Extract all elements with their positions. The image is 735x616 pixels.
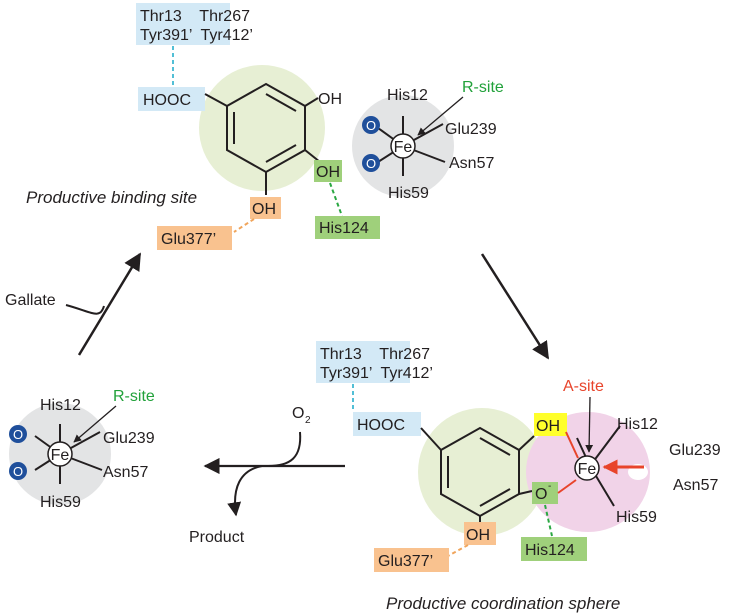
top-hooc-box (138, 87, 205, 111)
bottom-glu239-label: Glu239 (669, 442, 721, 459)
left-to-top-arrow (77, 252, 142, 356)
left-oxygen-2 (9, 462, 27, 480)
bottom-his124-hbond (544, 504, 553, 537)
bottom-oh-bottom: OH (466, 527, 490, 544)
top-caption: Productive binding site (26, 188, 197, 207)
o2-label: O (292, 405, 304, 422)
bottom-fe-substrate-bonds (557, 431, 579, 494)
bottom-glu377-hbond (447, 544, 469, 557)
top-glu377-label: Glu377’ (161, 231, 216, 248)
bottom-his12-label: His12 (617, 416, 658, 433)
bottom-his124-label: His124 (525, 542, 575, 559)
bottom-o-minus: O (535, 486, 547, 503)
left-oxygen-1-label: O (13, 427, 23, 442)
top-his124-label: His124 (319, 220, 369, 237)
bottom-oh-bottom-box (464, 522, 496, 545)
o2-entry-curve (267, 431, 302, 467)
top-glu377-box (157, 226, 232, 250)
bottom-o-minus-box (532, 482, 558, 504)
top-fe-atom (390, 133, 416, 159)
bottom-caption: Productive coordination sphere (386, 594, 620, 613)
left-rsite-label: R-site (113, 388, 155, 405)
top-oh-middle: OH (316, 164, 340, 181)
bottom-threonine-line1: Thr13 Thr267 (320, 346, 430, 363)
bottom-glu377-label: Glu377’ (378, 553, 433, 570)
top-oxygen-2 (362, 154, 380, 172)
bottom-his59-label: His59 (616, 509, 657, 526)
left-his59-label: His59 (40, 494, 81, 511)
bottom-benzene-ring (420, 426, 535, 526)
left-oxygen-2-label: O (13, 464, 23, 479)
gallate-label: Gallate (5, 292, 56, 309)
top-oh-bottom-box (250, 197, 281, 219)
top-state: Thr13 Thr267 Tyr391’ Tyr412’ HOOC OH OH … (26, 3, 504, 250)
left-rsite-arrow (73, 405, 117, 443)
top-fe-label: Fe (394, 139, 413, 156)
top-his124-hbond (329, 182, 343, 217)
top-his124-box (315, 216, 380, 239)
bottom-state: Thr13 Thr267 Tyr391’ Tyr412’ HOOC OH O -… (316, 341, 721, 613)
top-rsite-arrow (417, 96, 464, 136)
bottom-o-minus-charge: - (548, 481, 551, 492)
top-rsite-label: R-site (462, 79, 504, 96)
bottom-asn57-label: Asn57 (673, 477, 718, 494)
top-glu377-hbond (233, 218, 255, 233)
top-oh-bottom: OH (252, 201, 276, 218)
left-asn57-label: Asn57 (103, 464, 148, 481)
top-threonine-box (136, 3, 230, 45)
bottom-his124-box (521, 537, 587, 561)
left-fe-label: Fe (51, 447, 70, 464)
top-oxygen-1-label: O (366, 118, 376, 133)
bottom-threonine-box (316, 341, 410, 383)
bottom-hooc-label: HOOC (357, 417, 405, 434)
bottom-asite-arrow (585, 396, 594, 453)
top-threonine-line1: Thr13 Thr267 (140, 8, 250, 25)
bottom-fe-atom (574, 455, 600, 481)
bottom-fe-label: Fe (578, 461, 597, 478)
left-state: Fe O O His12 Glu239 Asn57 His59 R-site (9, 388, 155, 511)
top-his59-label: His59 (388, 185, 429, 202)
bottom-oh-top: OH (536, 418, 560, 435)
top-to-bottom-arrow (480, 253, 550, 360)
top-oh-middle-box (314, 160, 342, 182)
top-glu239-label: Glu239 (445, 121, 497, 138)
gallate-entry-curve (65, 304, 105, 315)
top-asn57-label: Asn57 (449, 155, 494, 172)
product-exit-curve (227, 465, 263, 517)
top-hooc-label: HOOC (143, 92, 191, 109)
top-his12-label: His12 (387, 87, 428, 104)
top-oh-top: OH (318, 91, 342, 108)
bottom-substrate-circle (418, 408, 546, 536)
left-his12-label: His12 (40, 397, 81, 414)
top-oxygen-2-label: O (366, 156, 376, 171)
o2-subscript: 2 (305, 415, 311, 426)
top-substrate-circle (199, 65, 325, 191)
bottom-asite-label: A-site (563, 378, 604, 395)
oxygenation-reaction: O 2 Product (189, 405, 345, 546)
top-oxygen-1 (362, 116, 380, 134)
product-label: Product (189, 529, 245, 546)
top-threonine-line2: Tyr391’ Tyr412’ (140, 27, 253, 44)
bottom-oh-top-box (534, 413, 567, 436)
left-oxygen-1 (9, 425, 27, 443)
bottom-threonine-line2: Tyr391’ Tyr412’ (320, 365, 433, 382)
left-glu239-label: Glu239 (103, 430, 155, 447)
left-fe-atom (47, 441, 73, 467)
bottom-glu377-box (374, 548, 449, 572)
bottom-hooc-box (353, 412, 421, 436)
